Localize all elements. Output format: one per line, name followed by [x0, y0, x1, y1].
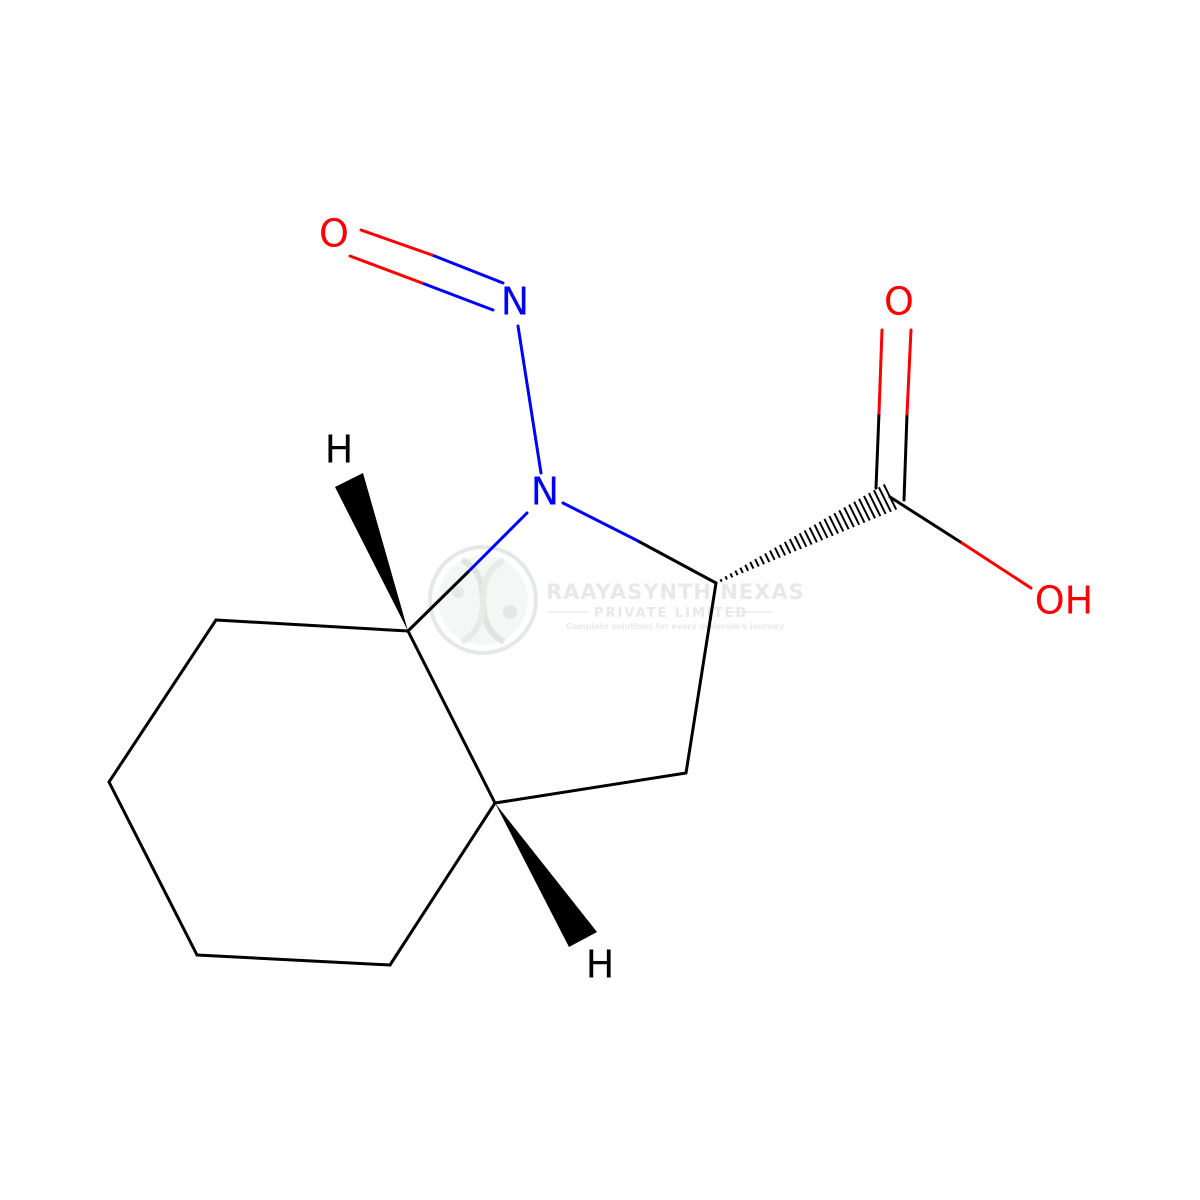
hash-stroke	[828, 515, 839, 535]
atom-h-top: H	[325, 428, 354, 472]
bond-n1-nnitroso	[516, 324, 543, 475]
bond-c4-c3a	[388, 801, 497, 967]
bond-co-1a	[874, 411, 881, 490]
hash-stroke	[813, 524, 824, 541]
hash-stroke	[783, 541, 792, 554]
wedge-c3a-h	[495, 803, 597, 947]
hash-stroke	[714, 581, 718, 585]
bond-no-1a	[430, 253, 505, 285]
hash-stroke	[744, 564, 750, 572]
bond-no-1b	[359, 228, 434, 257]
hash-stroke	[774, 547, 781, 559]
watermark: RAAYASYNTH NEXAS PRIVATE LIMITED Complet…	[428, 545, 805, 655]
watermark-subtitle: PRIVATE LIMITED	[594, 606, 748, 621]
hash-stroke	[788, 538, 797, 552]
bond-n1-c7a-b	[406, 570, 470, 633]
bond-co-1b	[877, 328, 884, 415]
hash-stroke	[843, 506, 855, 528]
bond-c6-c5	[107, 780, 199, 957]
bond-c2-n1-b	[561, 501, 640, 543]
hash-stroke	[778, 544, 787, 556]
bond-c3a-c3	[493, 771, 688, 805]
hash-stroke	[798, 532, 808, 548]
bond-c-oh-b	[960, 541, 1033, 590]
hash-stroke	[803, 529, 813, 545]
hash-stroke	[868, 492, 882, 517]
bond-c-oh-a	[888, 495, 964, 545]
hash-stroke	[764, 552, 771, 563]
hash-stroke	[749, 561, 755, 570]
bonds	[107, 228, 1033, 967]
hash-stroke	[793, 535, 802, 550]
hash-stroke	[759, 555, 765, 565]
wedge-c7a-h	[335, 473, 408, 631]
hash-stroke	[873, 489, 887, 515]
bond-c7a-c7	[214, 618, 410, 633]
bond-c2-n1-a	[636, 539, 718, 585]
hash-stroke	[853, 501, 866, 524]
bond-no-2a	[420, 281, 495, 312]
atom-o-nitroso: O	[319, 212, 349, 256]
atom-labels: O N N H H O OH	[319, 212, 1093, 987]
hash-stroke	[734, 570, 739, 576]
atom-o-carbonyl: O	[884, 280, 914, 324]
watermark-logo-icon	[428, 545, 538, 655]
bond-c5-c4	[195, 953, 392, 967]
hash-stroke	[838, 509, 850, 530]
hashed-wedge-c2-cooh	[714, 484, 898, 585]
watermark-tagline: Complete solutions for every molecule's …	[566, 622, 785, 631]
hash-stroke	[739, 567, 744, 574]
hash-stroke	[863, 495, 876, 519]
bond-co-2a	[902, 412, 909, 502]
hash-stroke	[719, 578, 723, 583]
watermark-title: RAAYASYNTH NEXAS	[546, 580, 805, 604]
hash-stroke	[858, 498, 871, 521]
hash-stroke	[754, 558, 760, 567]
stereo-bonds	[335, 473, 898, 947]
hash-stroke	[808, 527, 818, 543]
atom-h-bottom: H	[586, 943, 615, 987]
hash-stroke	[882, 484, 898, 510]
atom-n-nitroso: N	[501, 280, 529, 324]
hash-stroke	[877, 486, 892, 513]
hash-stroke	[823, 518, 834, 537]
hash-stroke	[833, 512, 845, 532]
atom-n-ring: N	[531, 470, 559, 514]
atom-oh: OH	[1035, 579, 1093, 623]
bond-n1-c7a-a	[466, 511, 529, 574]
bond-co-2b	[905, 328, 913, 416]
hash-stroke	[848, 504, 861, 526]
bond-c3-c2	[684, 581, 718, 775]
hash-stroke	[769, 550, 776, 561]
hash-stroke	[729, 573, 734, 578]
bond-no-2b	[348, 254, 424, 285]
bond-c7-c6	[107, 618, 218, 784]
bond-c3a-c7a	[406, 629, 497, 805]
hash-stroke	[724, 575, 728, 580]
hash-stroke	[818, 521, 829, 539]
